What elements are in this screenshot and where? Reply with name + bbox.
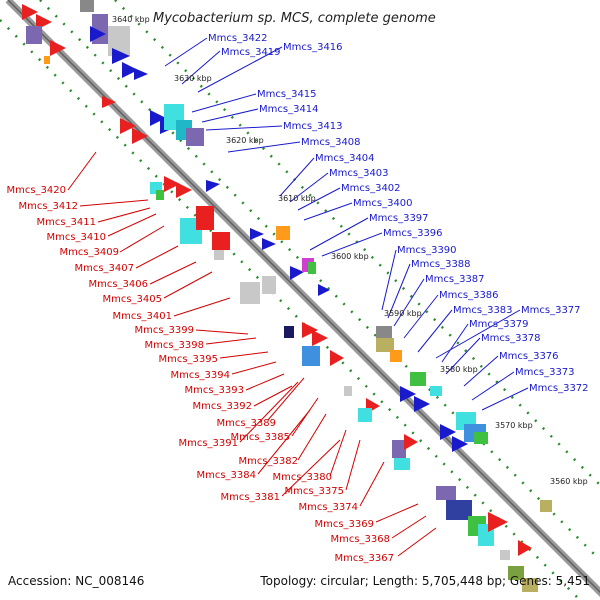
diagram-title: Mycobacterium sp. MCS, complete genome bbox=[153, 11, 436, 26]
gene-label: Mmcs_3383 bbox=[453, 305, 513, 316]
gene-label: Mmcs_3407 bbox=[74, 263, 134, 274]
gene-label: Mmcs_3422 bbox=[208, 33, 268, 44]
gene-label: Mmcs_3408 bbox=[301, 137, 361, 148]
gene-label: Mmcs_3403 bbox=[329, 168, 389, 179]
tick-label: 3570 kbp bbox=[495, 421, 533, 430]
gene-label: Mmcs_3400 bbox=[353, 198, 413, 209]
gene-label: Mmcs_3393 bbox=[184, 385, 244, 396]
gene-label: Mmcs_3389 bbox=[216, 418, 276, 429]
gene-label: Mmcs_3368 bbox=[330, 534, 390, 545]
gene-label: Mmcs_3405 bbox=[102, 294, 162, 305]
gene-labels-inner: Mmcs_3420 Mmcs_3412 Mmcs_3411 Mmcs_3410 … bbox=[6, 185, 394, 564]
gene-labels-outer: Mmcs_3422 Mmcs_3419 Mmcs_3416 Mmcs_3415 … bbox=[208, 33, 589, 394]
leaders-inner bbox=[67, 151, 437, 557]
gene-label: Mmcs_3381 bbox=[220, 492, 280, 503]
gene-label: Mmcs_3401 bbox=[112, 311, 172, 322]
gene-label: Mmcs_3374 bbox=[298, 502, 358, 513]
tick-label: 3580 kbp bbox=[440, 365, 478, 374]
tick-label: 3630 kbp bbox=[174, 74, 212, 83]
gene-label: Mmcs_3412 bbox=[18, 201, 78, 212]
gene-label: Mmcs_3387 bbox=[425, 274, 485, 285]
tick-label: 3610 kbp bbox=[278, 194, 316, 203]
gene-label: Mmcs_3419 bbox=[221, 47, 281, 58]
features-inner bbox=[22, 4, 538, 592]
accession-label: Accession: NC_008146 bbox=[8, 574, 144, 588]
gene-label: Mmcs_3377 bbox=[521, 305, 581, 316]
gene-label: Mmcs_3376 bbox=[499, 351, 559, 362]
tick-label: 3620 kbp bbox=[226, 136, 264, 145]
gene-label: Mmcs_3382 bbox=[238, 456, 298, 467]
tick-label: 3600 kbp bbox=[331, 252, 369, 261]
gene-label: Mmcs_3397 bbox=[369, 213, 429, 224]
gene-label: Mmcs_3409 bbox=[59, 247, 119, 258]
gene-label: Mmcs_3398 bbox=[144, 340, 204, 351]
gene-label: Mmcs_3404 bbox=[315, 153, 375, 164]
genome-summary: Topology: circular; Length: 5,705,448 bp… bbox=[259, 574, 590, 588]
gene-label: Mmcs_3392 bbox=[192, 401, 252, 412]
gene-label: Mmcs_3415 bbox=[257, 89, 317, 100]
gene-label: Mmcs_3372 bbox=[529, 383, 589, 394]
gene-label: Mmcs_3384 bbox=[196, 470, 256, 481]
gene-label: Mmcs_3379 bbox=[469, 319, 529, 330]
gene-label: Mmcs_3411 bbox=[36, 217, 96, 228]
gene-label: Mmcs_3375 bbox=[284, 486, 344, 497]
features-outer bbox=[80, 0, 552, 512]
gene-label: Mmcs_3391 bbox=[178, 438, 238, 449]
gene-label: Mmcs_3380 bbox=[272, 472, 332, 483]
gene-label: Mmcs_3414 bbox=[259, 104, 319, 115]
gene-label: Mmcs_3396 bbox=[383, 228, 443, 239]
gene-label: Mmcs_3394 bbox=[170, 370, 230, 381]
gene-label: Mmcs_3373 bbox=[515, 367, 575, 378]
gene-label: Mmcs_3406 bbox=[88, 279, 148, 290]
gene-label: Mmcs_3386 bbox=[439, 290, 499, 301]
gene-label: Mmcs_3420 bbox=[6, 185, 66, 196]
gene-label: Mmcs_3402 bbox=[341, 183, 401, 194]
gene-label: Mmcs_3416 bbox=[283, 42, 343, 53]
tick-label: 3590 kbp bbox=[384, 309, 422, 318]
gene-label: Mmcs_3399 bbox=[134, 325, 194, 336]
tick-label: 3640 kbp bbox=[112, 15, 150, 24]
gene-label: Mmcs_3395 bbox=[158, 354, 218, 365]
gene-label: Mmcs_3369 bbox=[314, 519, 374, 530]
gene-label: Mmcs_3385 bbox=[230, 432, 290, 443]
gene-label: Mmcs_3410 bbox=[46, 232, 106, 243]
gene-label: Mmcs_3413 bbox=[283, 121, 343, 132]
gene-label: Mmcs_3390 bbox=[397, 245, 457, 256]
leaders-outer bbox=[164, 37, 529, 411]
gene-label: Mmcs_3388 bbox=[411, 259, 471, 270]
position-ticks: 3640 kbp 3630 kbp 3620 kbp 3610 kbp 3600… bbox=[112, 15, 588, 486]
gene-label: Mmcs_3367 bbox=[334, 553, 394, 564]
tick-label: 3560 kbp bbox=[550, 477, 588, 486]
gene-label: Mmcs_3378 bbox=[481, 333, 541, 344]
